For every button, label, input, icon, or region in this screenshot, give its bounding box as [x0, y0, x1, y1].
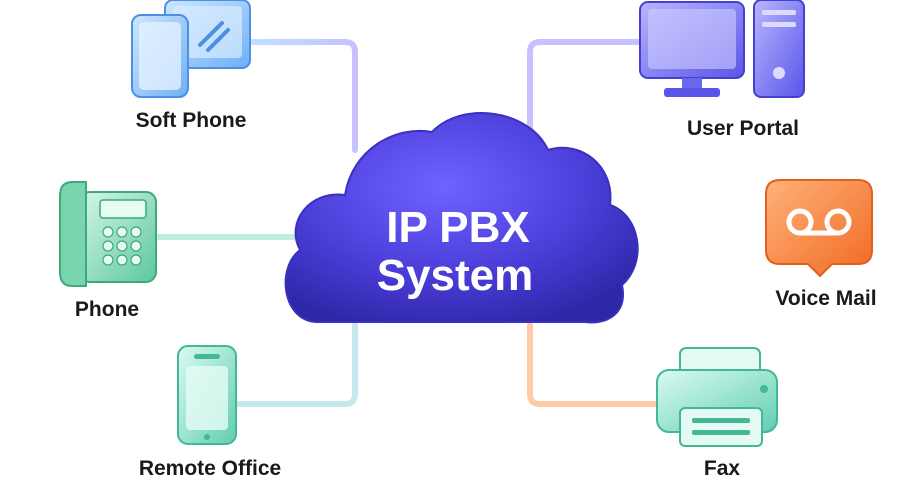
desktop-computer-icon	[639, 0, 805, 98]
center-title-line2: System	[377, 251, 534, 300]
connector-fax	[527, 322, 658, 407]
node-user-portal[interactable]: User Portal	[639, 0, 805, 140]
connector-soft-phone	[247, 39, 358, 153]
cloud-shape	[284, 112, 639, 324]
connector-user-portal	[527, 39, 643, 161]
node-soft-phone[interactable]: Soft Phone	[131, 0, 251, 132]
node-voice-mail[interactable]: Voice Mail	[765, 179, 877, 310]
voicemail-icon	[765, 179, 873, 278]
tablet-phone-icon	[131, 0, 251, 98]
mobile-phone-icon	[177, 345, 237, 445]
phone-label: Phone	[75, 298, 139, 321]
voice-mail-label: Voice Mail	[775, 287, 876, 310]
node-remote-office[interactable]: Remote Office	[139, 345, 281, 480]
node-phone[interactable]: Phone	[59, 181, 157, 321]
connector-remote-office	[232, 322, 358, 407]
user-portal-label: User Portal	[687, 117, 799, 140]
remote-office-label: Remote Office	[139, 457, 281, 480]
node-fax[interactable]: Fax	[656, 347, 778, 480]
ip-pbx-cloud[interactable]: IP PBX System	[284, 112, 639, 324]
fax-machine-icon	[656, 347, 778, 447]
soft-phone-label: Soft Phone	[136, 109, 247, 132]
fax-label: Fax	[704, 457, 741, 480]
desk-phone-icon	[59, 181, 157, 287]
center-title-line1: IP PBX	[386, 203, 529, 252]
